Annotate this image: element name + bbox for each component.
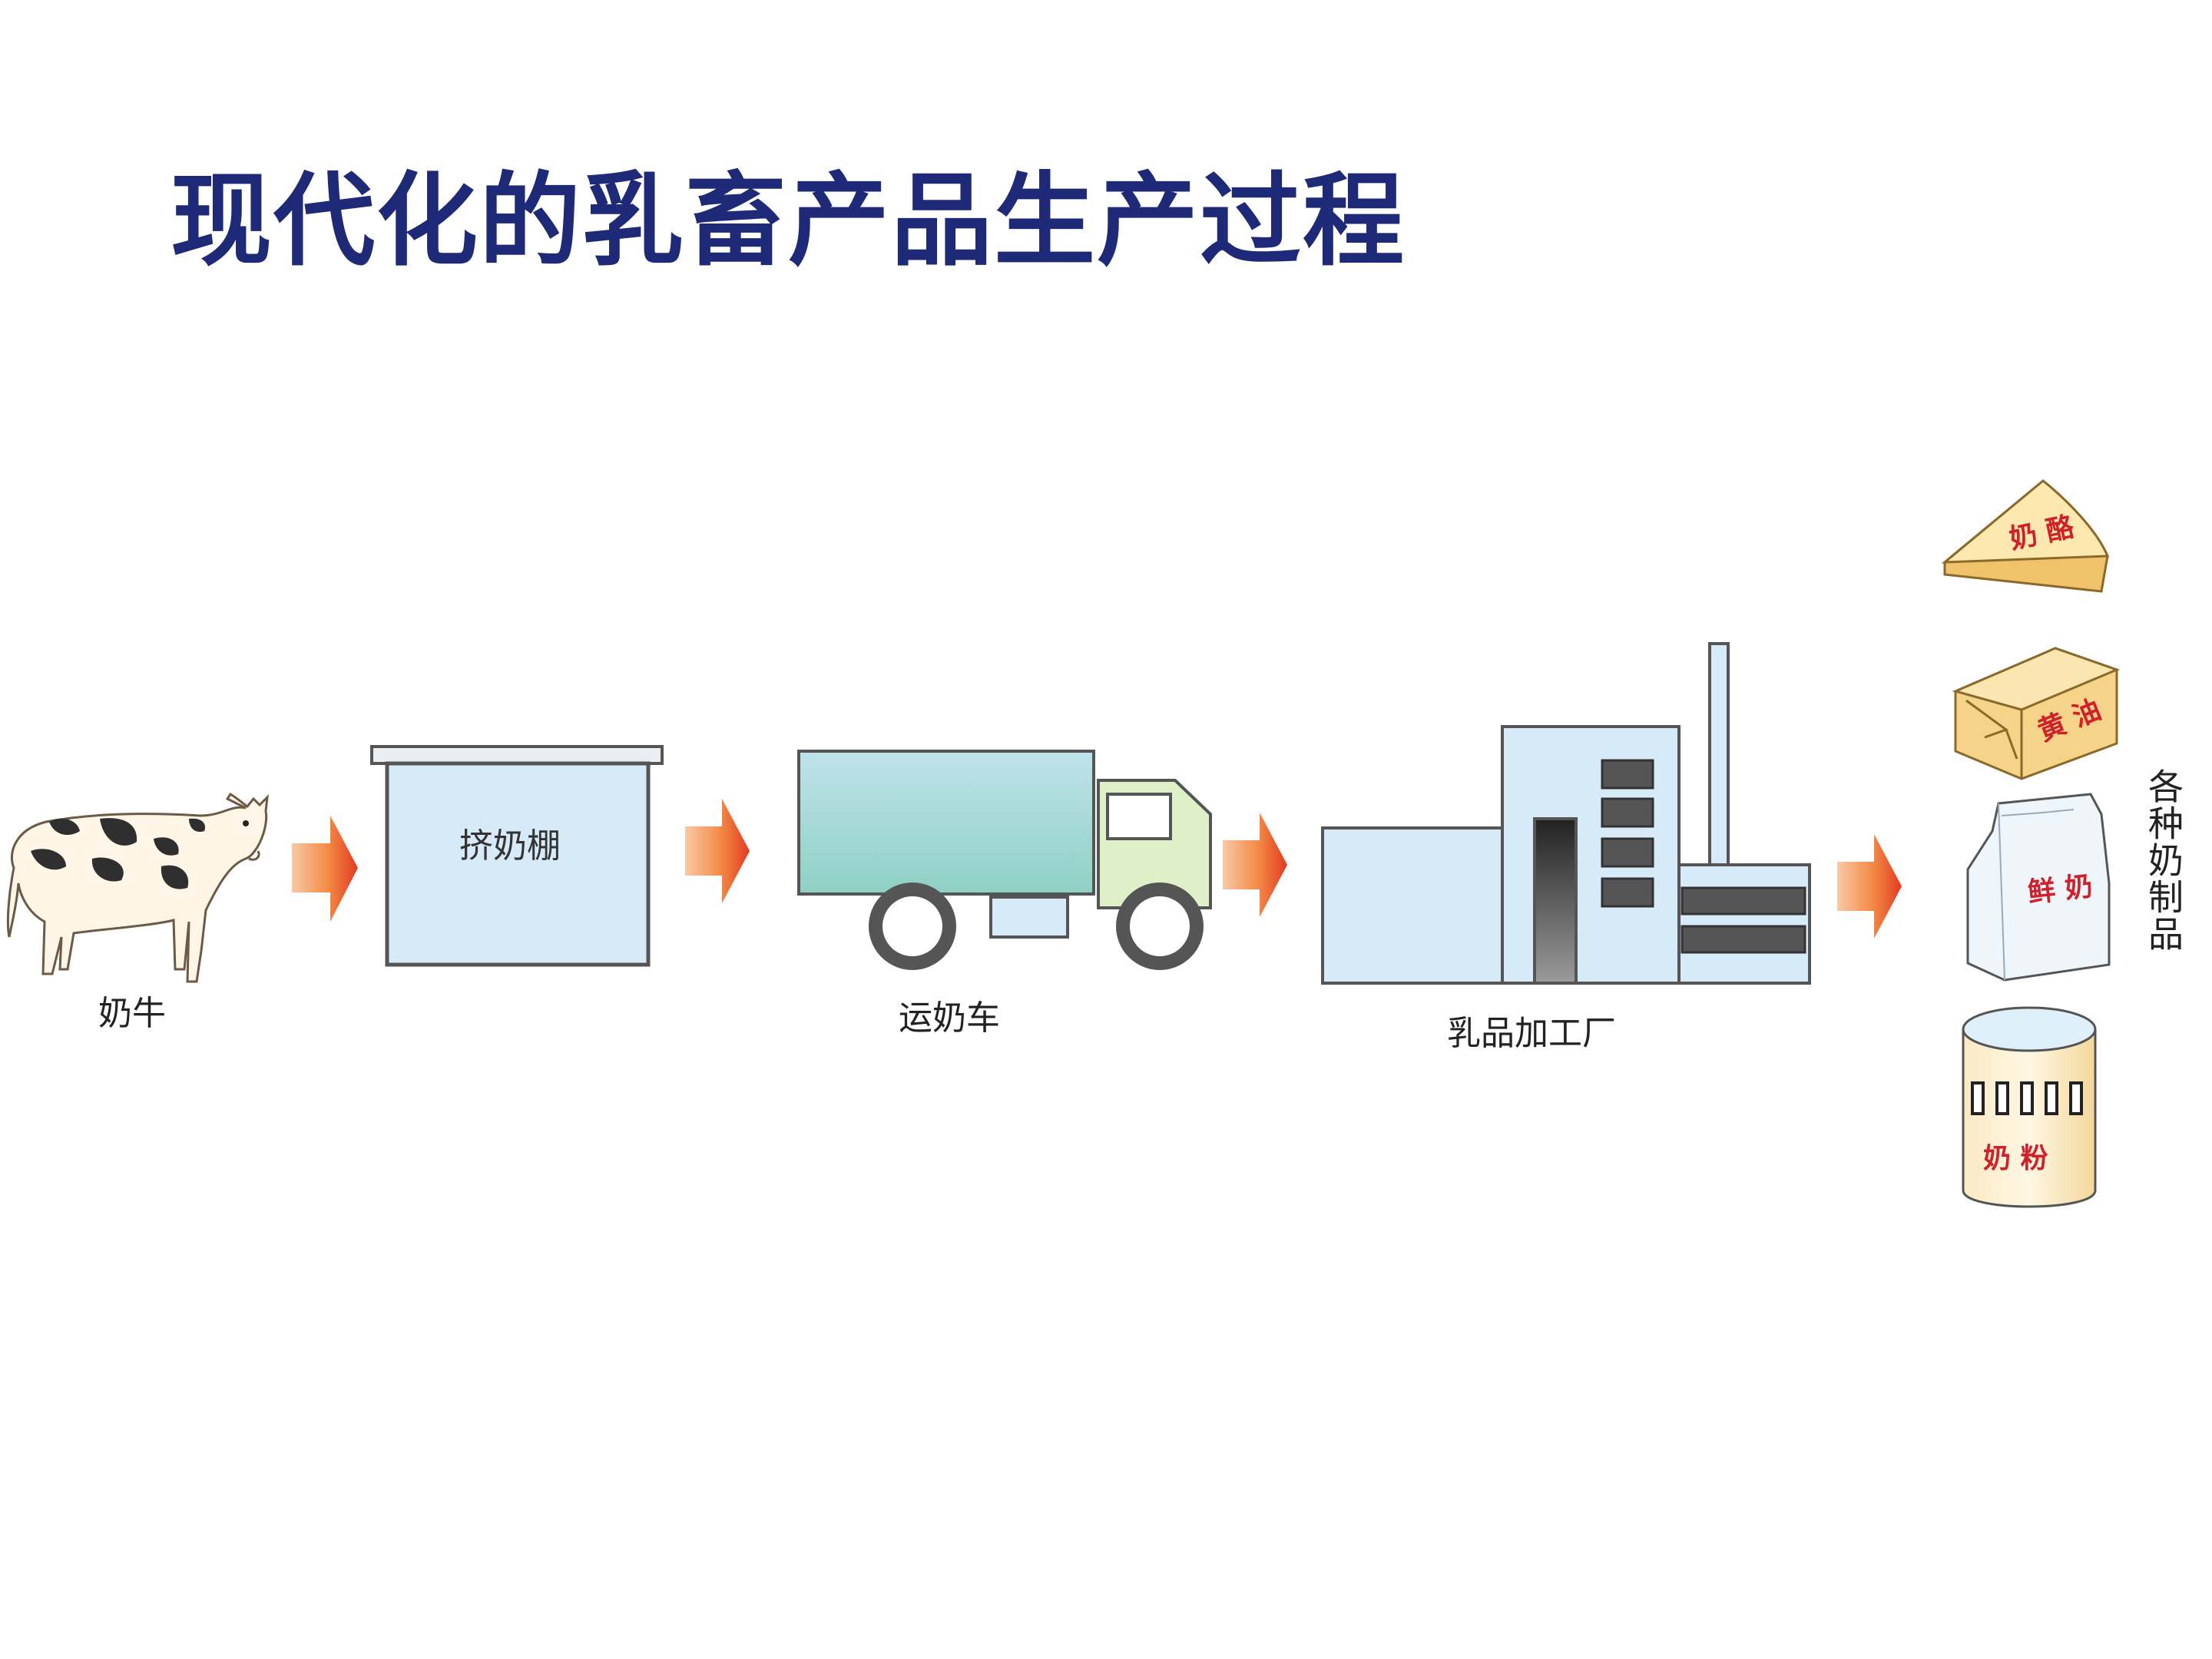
- page-title: 现代化的乳畜产品生产过程: [171, 162, 1406, 280]
- milking-shed-icon: [370, 745, 664, 967]
- arrow-right-icon: [1223, 813, 1287, 917]
- factory-label: 乳品加工厂: [1447, 1014, 1616, 1053]
- cheese-icon: [1941, 479, 2110, 593]
- milk-truck-icon: [797, 750, 1212, 970]
- arrow-right-icon: [685, 799, 750, 903]
- arrow-right-icon: [292, 816, 358, 922]
- factory-icon: [1321, 642, 1811, 985]
- arrow-right-icon: [1837, 834, 1902, 939]
- milking-shed-label: 挤奶棚: [459, 826, 561, 866]
- products-label: 各种奶制品: [2143, 768, 2184, 952]
- fresh-milk-label: 鲜 奶: [2026, 869, 2094, 909]
- cow-label: 奶牛: [98, 994, 166, 1033]
- milk-carton-icon: [1966, 793, 2111, 982]
- cow-icon: [6, 792, 269, 983]
- truck-label: 运奶车: [899, 998, 1000, 1038]
- milk-powder-label: 奶 粉: [1983, 1142, 2048, 1174]
- milk-powder-can-icon: [1962, 1006, 2097, 1208]
- butter-icon: [1952, 647, 2121, 780]
